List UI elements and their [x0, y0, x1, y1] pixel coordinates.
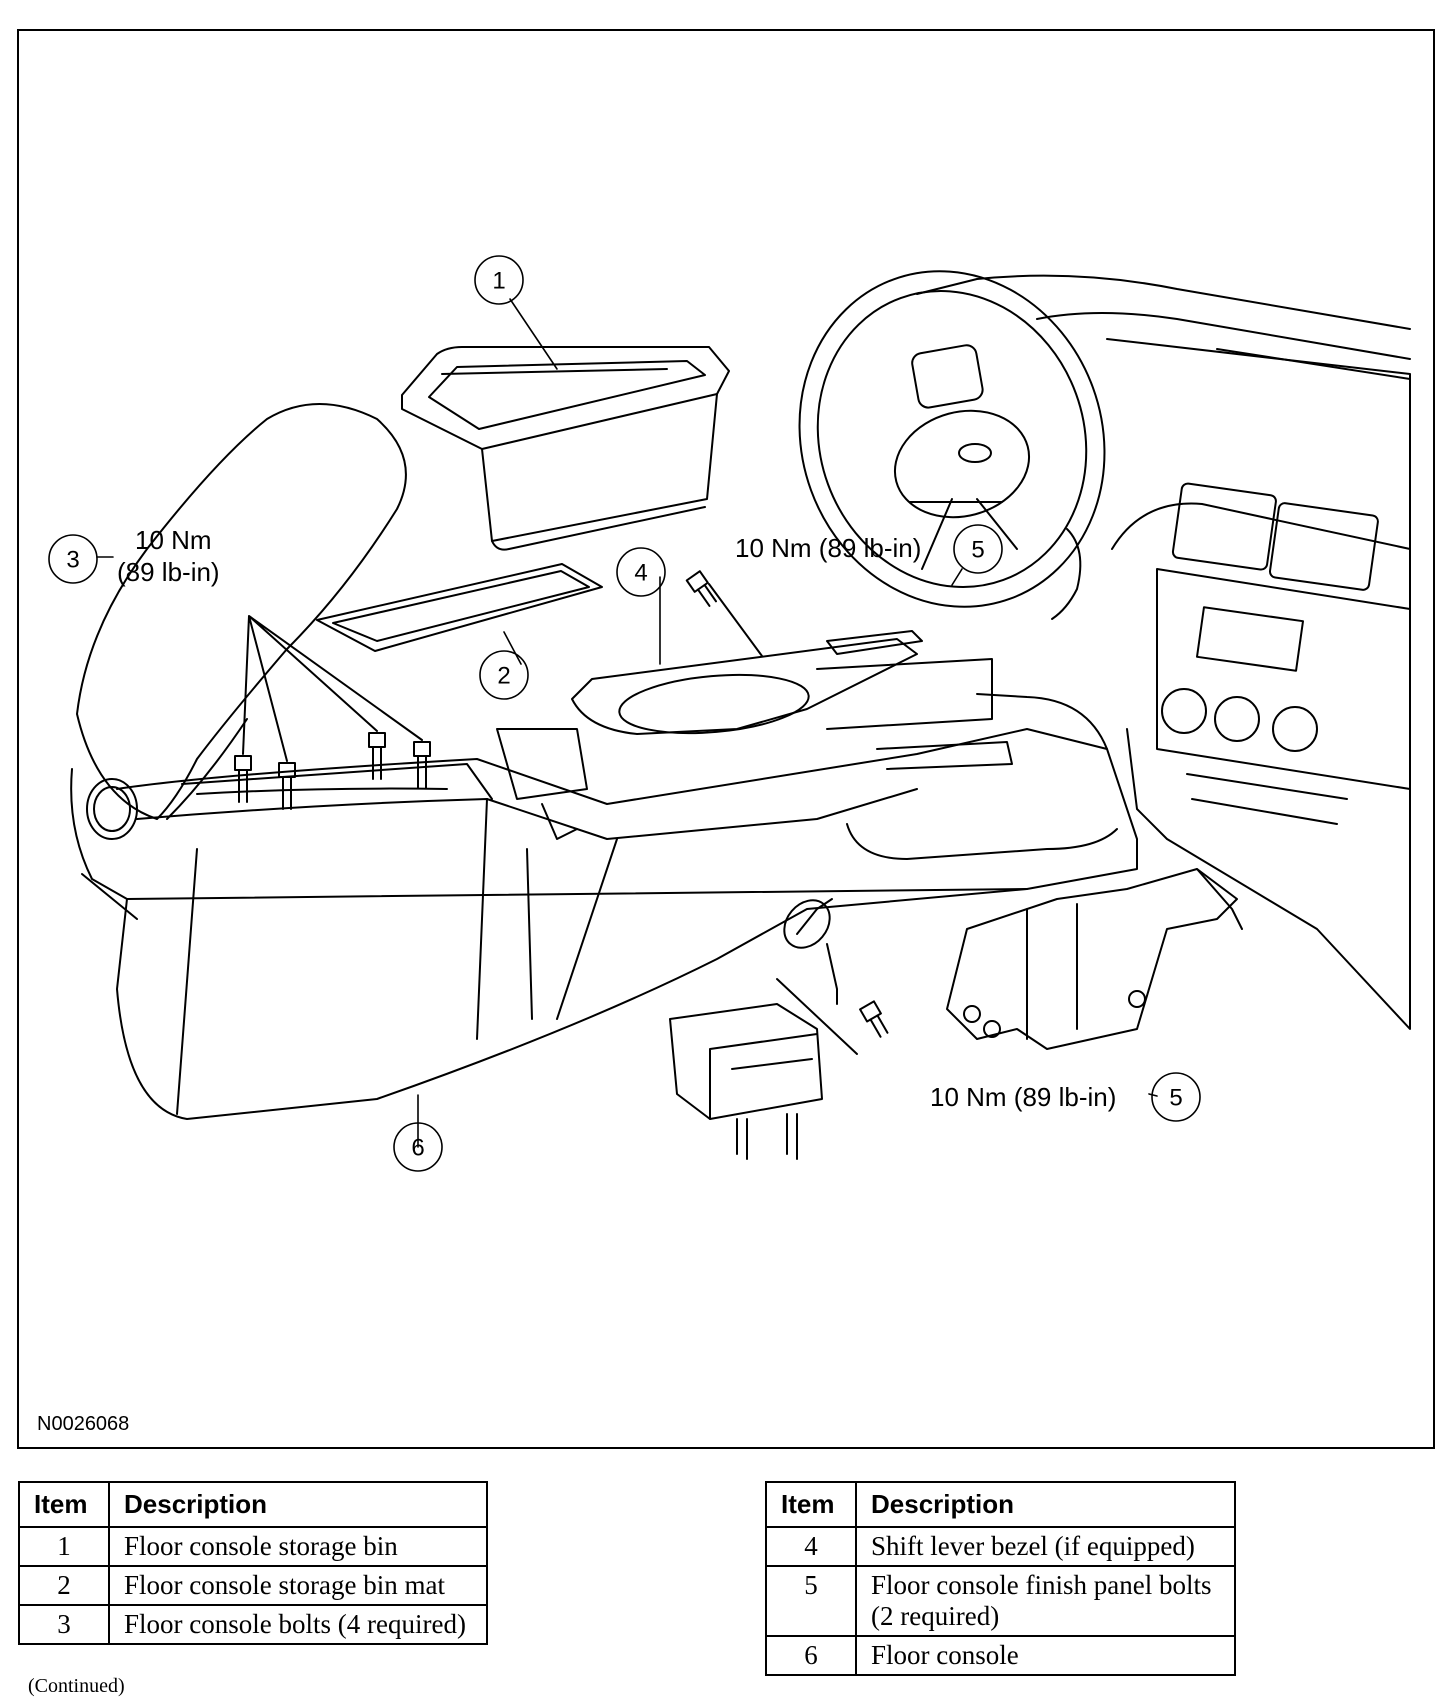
exploded-diagram: 1 2 3 4 5 5 6 10 Nm (89 lb-in) 10 Nm (89…	[48, 255, 1411, 1172]
legend-item-number: 4	[765, 1526, 857, 1567]
callout-6: 6	[393, 1122, 443, 1172]
leader-lines	[96, 298, 1158, 1148]
legend-table-right: Item Description 4 Shift lever bezel (if…	[765, 1481, 1236, 1676]
armrest-lid-illustration	[76, 403, 407, 820]
svg-text:5: 5	[971, 537, 984, 564]
svg-text:1: 1	[492, 268, 505, 295]
callout-2: 2	[479, 650, 529, 700]
figure-frame	[17, 29, 1435, 1449]
svg-text:5: 5	[1169, 1085, 1182, 1112]
table-row: 5 Floor console finish panel bolts (2 re…	[765, 1565, 1236, 1637]
svg-text:6: 6	[411, 1135, 424, 1162]
dashboard-illustration	[798, 270, 1411, 1030]
legend-item-description: Shift lever bezel (if equipped)	[855, 1526, 1236, 1567]
legend-header-description: Description	[855, 1481, 1236, 1528]
bin-mat-illustration	[316, 563, 603, 652]
table-row: 2 Floor console storage bin mat	[18, 1565, 488, 1606]
legend-item-description: Floor console storage bin mat	[108, 1565, 488, 1606]
shifter-brackets-illustration	[669, 868, 1243, 1160]
panel-bolts-illustration	[685, 570, 889, 1055]
legend-item-description: Floor console	[855, 1635, 1236, 1676]
legend-header-item: Item	[18, 1481, 110, 1528]
console-bolts-illustration	[234, 615, 431, 810]
callout-3: 3	[48, 534, 98, 584]
storage-bin-illustration	[401, 346, 730, 551]
callout-1: 1	[474, 255, 524, 305]
shift-bezel-illustration	[496, 630, 1013, 840]
legend-header-item: Item	[765, 1481, 857, 1528]
legend-item-number: 1	[18, 1526, 110, 1567]
callout-5-lower: 5	[1151, 1072, 1201, 1122]
legend-table-left: Item Description 1 Floor console storage…	[18, 1481, 488, 1645]
callout-4: 4	[616, 547, 666, 597]
table-row: 1 Floor console storage bin	[18, 1526, 488, 1567]
legend-item-number: 2	[18, 1565, 110, 1606]
legend-header-description: Description	[108, 1481, 488, 1528]
torque-label-3-line2: (89 lb-in)	[117, 557, 220, 587]
legend-item-number: 3	[18, 1604, 110, 1645]
torque-label-5-upper: 10 Nm (89 lb-in)	[735, 533, 921, 563]
table-row: 4 Shift lever bezel (if equipped)	[765, 1526, 1236, 1567]
legend-item-description: Floor console finish panel bolts (2 requ…	[855, 1565, 1236, 1637]
svg-text:2: 2	[497, 663, 510, 690]
legend-item-number: 6	[765, 1635, 857, 1676]
torque-label-3-line1: 10 Nm	[135, 525, 212, 555]
console-body-illustration	[70, 693, 1138, 1120]
svg-text:3: 3	[66, 547, 79, 574]
callout-5-upper: 5	[953, 524, 1003, 574]
legend-item-description: Floor console storage bin	[108, 1526, 488, 1567]
figure-id: N0026068	[37, 1413, 130, 1435]
torque-label-5-lower: 10 Nm (89 lb-in)	[930, 1082, 1116, 1112]
table-row: 3 Floor console bolts (4 required)	[18, 1604, 488, 1645]
table-row: 6 Floor console	[765, 1635, 1236, 1676]
svg-text:4: 4	[634, 560, 647, 587]
legend-item-number: 5	[765, 1565, 857, 1637]
legend-item-description: Floor console bolts (4 required)	[108, 1604, 488, 1645]
continued-note: (Continued)	[28, 1675, 125, 1697]
